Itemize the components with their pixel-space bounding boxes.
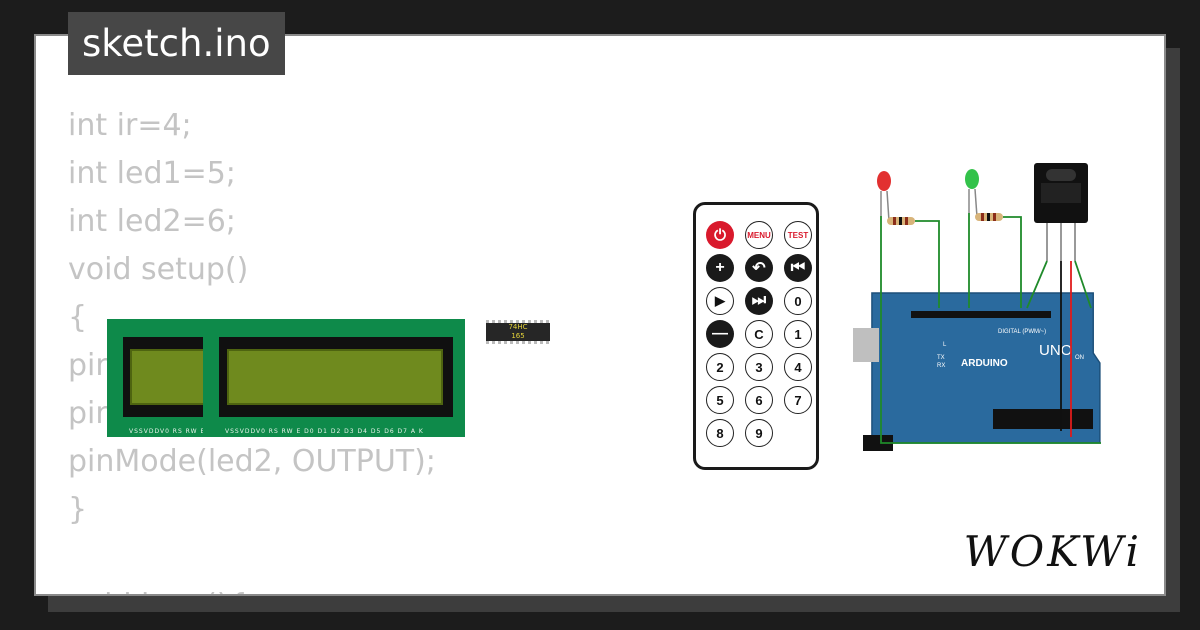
preview-card: int ir=4; int led1=5; int led2=6; void setu… [34, 34, 1166, 596]
resistor-2 [975, 213, 1003, 221]
remote-button-3[interactable]: 3 [745, 353, 773, 381]
code-line: void loop(){ [68, 582, 436, 594]
remote-button-0[interactable]: 0 [784, 287, 812, 315]
arduino-brand-text: ARDUINO [961, 358, 1008, 369]
remote-button-plus[interactable]: + [706, 254, 734, 282]
code-line: int led1=5; [68, 156, 236, 191]
code-line: } [68, 492, 88, 527]
remote-button-7[interactable]: 7 [784, 386, 812, 414]
remote-button-1[interactable]: 1 [784, 320, 812, 348]
rx-led-label: RX [937, 363, 945, 369]
power-label: POWER [1006, 445, 1029, 451]
code-line: void setup() [68, 252, 249, 287]
code-line: { [68, 300, 88, 335]
digital-pins-label: DIGITAL (PWM/~) [998, 329, 1046, 335]
led-red [877, 171, 891, 222]
remote-button-test[interactable]: TEST [784, 221, 812, 249]
tx-led-label: TX [937, 355, 945, 361]
remote-button-2[interactable]: 2 [706, 353, 734, 381]
code-line: pinMode(led2, OUTPUT); [68, 444, 436, 479]
remote-button-play[interactable]: ▶ [706, 287, 734, 315]
lcd-display-2: VSSVDDV0 RS RW E D0 D1 D2 D3 D4 D5 D6 D7… [203, 319, 465, 437]
chip-label-line1: 74HC [508, 323, 528, 331]
analog-label: ANALOG IN [1047, 445, 1080, 451]
led-green [965, 169, 979, 218]
shift-register-chip: 74HC 165 [486, 320, 550, 344]
wokwi-logo: WOKWi [963, 527, 1142, 576]
resistor-1 [887, 217, 915, 225]
remote-button-prev[interactable]: ⏮ [784, 254, 812, 282]
remote-button-minus[interactable]: — [706, 320, 734, 348]
arduino-model-text: UNO [1039, 342, 1072, 359]
code-line [68, 534, 436, 582]
remote-button-4[interactable]: 4 [784, 353, 812, 381]
on-label: ON [1075, 355, 1084, 361]
code-line: int led2=6; [68, 204, 236, 239]
remote-button-8[interactable]: 8 [706, 419, 734, 447]
remote-button-c[interactable]: C [745, 320, 773, 348]
remote-button-power[interactable]: ⏻ [706, 221, 734, 249]
chip-label-line2: 165 [511, 332, 525, 340]
code-line: int ir=4; [68, 108, 192, 143]
remote-button-9[interactable]: 9 [745, 419, 773, 447]
remote-button-next[interactable]: ⏭ [745, 287, 773, 315]
remote-button-5[interactable]: 5 [706, 386, 734, 414]
l-led-label: L [943, 342, 947, 348]
remote-button-back[interactable]: ↶ [745, 254, 773, 282]
lcd-2-pin-labels: VSSVDDV0 RS RW E D0 D1 D2 D3 D4 D5 D6 D7… [225, 428, 424, 435]
sketch-file-tab[interactable]: sketch.ino [68, 12, 285, 75]
arduino-circuit: ARDUINO UNO DIGITAL (PWM/~) ON L TX RX P… [853, 163, 1101, 451]
lcd-1-pin-labels: VSSVDDV0 RS RW E D0 D1 D2 D3 D4 D5 D6 D7… [129, 428, 228, 435]
remote-button-6[interactable]: 6 [745, 386, 773, 414]
remote-button-menu[interactable]: MENU [745, 221, 773, 249]
ir-receiver-module [1034, 163, 1088, 261]
